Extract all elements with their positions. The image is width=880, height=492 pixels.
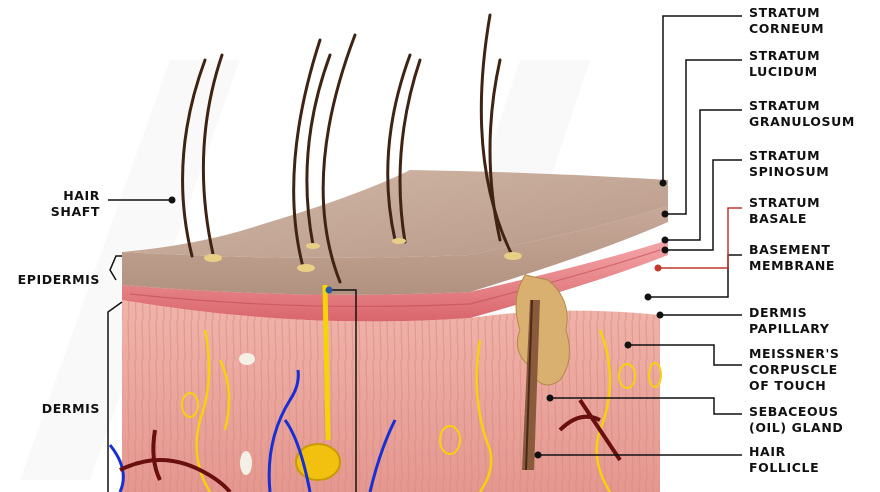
label-stratum-spinosum: STRATUM SPINOSUM <box>749 148 829 180</box>
receptor-capsule <box>239 353 255 365</box>
label-sebaceous-gland: SEBACEOUS (OIL) GLAND <box>749 404 843 436</box>
label-hair-follicle: HAIR FOLLICLE <box>749 444 819 476</box>
label-basement-membrane: BASEMENT MEMBRANE <box>749 242 835 274</box>
label-stratum-granulosum: STRATUM GRANULOSUM <box>749 98 855 130</box>
label-epidermis: EPIDERMIS <box>0 272 100 288</box>
label-dermis-papillary: DERMIS PAPILLARY <box>749 305 830 337</box>
receptor-capsule-lower <box>240 451 252 475</box>
dermis-layer <box>122 300 660 492</box>
label-stratum-corneum: STRATUM CORNEUM <box>749 5 824 37</box>
label-meissners-corpuscle: MEISSNER'S CORPUSCLE OF TOUCH <box>749 346 840 394</box>
label-dermis: DERMIS <box>0 401 100 417</box>
label-hair-shaft: HAIR SHAFT <box>18 188 100 220</box>
label-stratum-basale: STRATUM BASALE <box>749 195 820 227</box>
label-stratum-lucidum: STRATUM LUCIDUM <box>749 48 820 80</box>
